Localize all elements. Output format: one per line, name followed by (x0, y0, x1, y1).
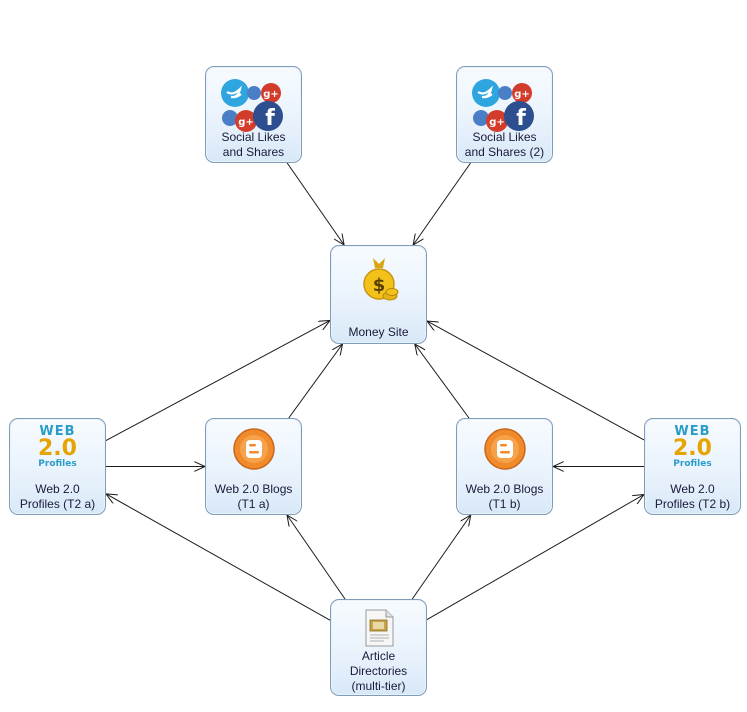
node-web-2-0-blogs-t1b[interactable]: Web 2.0 Blogs (T1 b) (456, 418, 553, 515)
node-social-likes-and-shares[interactable]: g+ g+ f Social Likes and Shares (205, 66, 302, 163)
blogger-icon (232, 428, 275, 470)
edge-articles-to-blog_t1b (411, 515, 470, 600)
node-label: Social Likes (472, 130, 537, 144)
svg-text:g+: g+ (489, 117, 505, 128)
node-label: Social Likes (221, 130, 286, 144)
svg-text:f: f (265, 106, 275, 131)
edge-blog_t1b-to-money (415, 344, 470, 419)
node-label: (T1 b) (488, 497, 521, 511)
node-label: Web 2.0 Blogs (214, 482, 293, 496)
edge-social_2-to-money (413, 162, 471, 245)
node-money-site[interactable]: $ Money Site (330, 245, 427, 344)
edge-articles-to-web20_t2b (426, 494, 644, 620)
edge-blog_t1a-to-money (288, 344, 343, 419)
social-media-cluster-icon: g+ g+ f (220, 79, 283, 132)
node-article-directories[interactable]: Article Directories (multi-tier) (330, 599, 427, 696)
node-label: (multi-tier) (351, 679, 406, 693)
edge-articles-to-blog_t1a (287, 515, 346, 600)
edge-web20_t2a-to-money (105, 320, 330, 441)
web-2-0-profiles-icon: WEB 2.0 Profiles (673, 424, 712, 469)
social-media-cluster-icon: g+ g+ f (471, 79, 534, 132)
blogger-icon (483, 428, 526, 470)
node-label: Profiles (T2 b) (654, 497, 731, 511)
article-document-icon (365, 609, 393, 647)
edge-social_1-to-money (286, 162, 344, 245)
edge-web20_t2b-to-money (427, 321, 645, 441)
svg-text:f: f (516, 106, 526, 131)
node-label: Web 2.0 Blogs (465, 482, 544, 496)
money-bag-icon: $ (362, 258, 398, 301)
node-label: Article (361, 649, 396, 663)
node-label: and Shares (222, 145, 285, 159)
node-web-2-0-profiles-t2b[interactable]: WEB 2.0 Profiles Web 2.0 Profiles (T2 b) (644, 418, 741, 515)
web-2-0-profiles-icon: WEB 2.0 Profiles (38, 424, 77, 469)
node-label: Profiles (T2 a) (19, 497, 96, 511)
node-label: (T1 a) (237, 497, 270, 511)
edge-articles-to-web20_t2a (106, 494, 331, 621)
node-label: Directories (349, 664, 408, 678)
node-social-likes-and-shares-2[interactable]: g+ g+ f Social Likes and Shares (2) (456, 66, 553, 163)
svg-text:$: $ (372, 275, 385, 296)
node-label: Money Site (348, 325, 409, 339)
svg-text:g+: g+ (514, 89, 530, 100)
node-label: Web 2.0 (35, 482, 80, 496)
node-web-2-0-blogs-t1a[interactable]: Web 2.0 Blogs (T1 a) (205, 418, 302, 515)
node-label: Web 2.0 (670, 482, 715, 496)
svg-text:g+: g+ (238, 117, 254, 128)
node-label: and Shares (2) (464, 145, 545, 159)
svg-text:g+: g+ (263, 89, 279, 100)
node-web-2-0-profiles-t2a[interactable]: WEB 2.0 Profiles Web 2.0 Profiles (T2 a) (9, 418, 106, 515)
